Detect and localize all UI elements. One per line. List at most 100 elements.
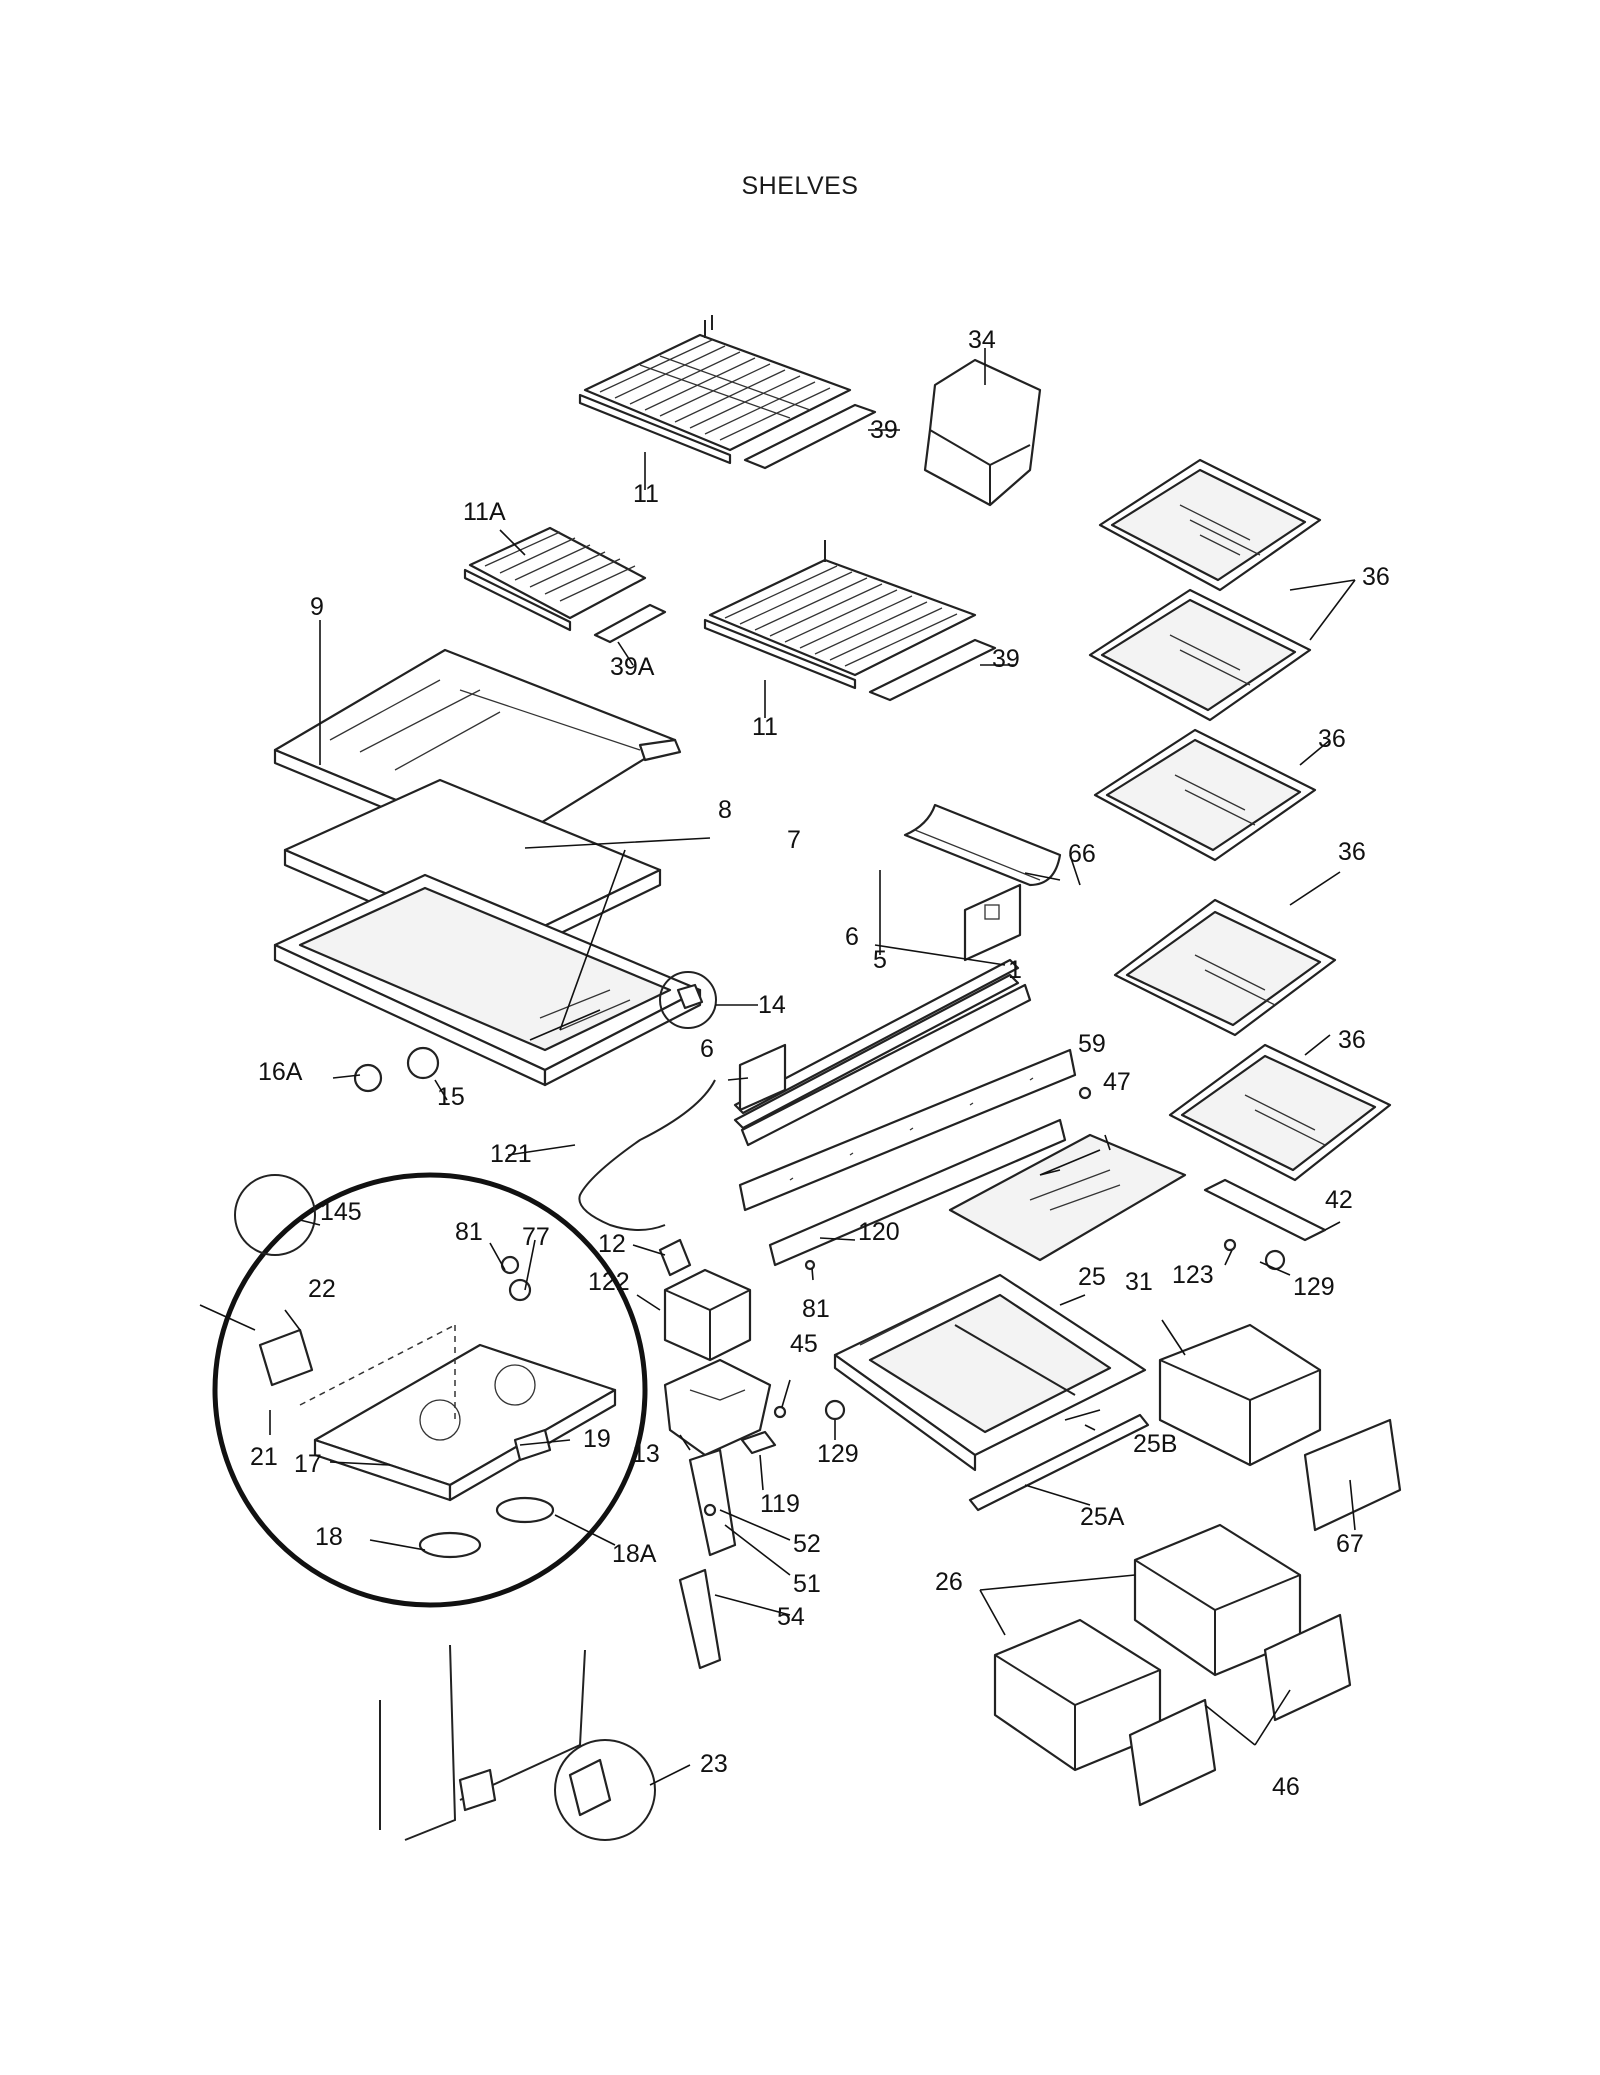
- part-label: 11A: [463, 498, 506, 526]
- part-label: 121: [490, 1140, 532, 1168]
- cabinet-corner: [379, 1644, 656, 1841]
- assembly-guide-lines: [299, 1324, 456, 1420]
- wire-shelf-top: [578, 315, 852, 465]
- part-label: 36: [1362, 563, 1390, 591]
- part-label: 123: [1172, 1261, 1214, 1289]
- part-label: 122: [588, 1268, 630, 1296]
- part-label: 46: [1272, 1773, 1300, 1801]
- part-label: 13: [632, 1440, 660, 1468]
- roller-129-b: [824, 1399, 846, 1421]
- part-label: 120: [858, 1218, 900, 1246]
- part-label: 39: [992, 645, 1020, 673]
- bracket-6-top: [963, 883, 1022, 962]
- part-label: 25B: [1133, 1430, 1177, 1458]
- part-label: 39A: [610, 653, 655, 681]
- part-label: 34: [968, 326, 996, 354]
- control-housing-17: [313, 1343, 617, 1502]
- part-label: 77: [522, 1223, 550, 1251]
- switch-19: [513, 1428, 552, 1462]
- part-label: 39: [870, 416, 898, 444]
- rail-long: [738, 1048, 1077, 1212]
- part-label: 18A: [612, 1540, 657, 1568]
- part-label: 18: [315, 1523, 343, 1551]
- trim-25a: [968, 1413, 1150, 1512]
- wire-shelf-middle: [703, 540, 977, 690]
- part-label: 6: [845, 923, 859, 951]
- socket-16a: [353, 1063, 383, 1093]
- part-label: 145: [320, 1198, 362, 1226]
- screw-81: [500, 1255, 520, 1275]
- shelf-trim-39-top: [743, 403, 877, 470]
- part-label: 42: [1325, 1186, 1353, 1214]
- glass-shelf-36-e: [1168, 1043, 1392, 1182]
- part-label: 11: [752, 713, 778, 741]
- rail-1: [740, 983, 1032, 1147]
- drawer-front-67: [1303, 1418, 1402, 1532]
- part-label: 16A: [258, 1058, 303, 1086]
- part-label: 129: [1293, 1273, 1335, 1301]
- knob-18a: [495, 1496, 555, 1524]
- part-label: 14: [758, 991, 786, 1019]
- glass-shelf-36-d: [1113, 898, 1337, 1037]
- part-label: 36: [1338, 838, 1366, 866]
- screw-59: [1078, 1086, 1092, 1100]
- part-label: 1: [1008, 956, 1022, 984]
- drawer-front-46-a: [1263, 1613, 1352, 1722]
- bracket-6-slot: [984, 904, 1000, 920]
- part-label: 54: [777, 1603, 805, 1631]
- part-label: 22: [308, 1275, 336, 1303]
- part-label: 129: [817, 1440, 859, 1468]
- bulb-15: [406, 1046, 440, 1080]
- shelf-trim-39-middle: [868, 638, 997, 702]
- duct-54: [678, 1568, 722, 1670]
- part-label: 36: [1318, 725, 1346, 753]
- rail-5: [733, 958, 1020, 1130]
- part-label: 47: [1103, 1068, 1131, 1096]
- wire-harness-121: [578, 1079, 716, 1231]
- thermostat-21: [258, 1328, 314, 1387]
- part-label: 26: [935, 1568, 963, 1596]
- part-label: 17: [294, 1450, 322, 1478]
- housing-13: [663, 1358, 772, 1457]
- wire-shelf-11a: [463, 526, 647, 632]
- bracket-6-lower: [738, 1043, 787, 1112]
- part-label: 51: [793, 1570, 821, 1598]
- glass-cover-47: [948, 1133, 1187, 1262]
- capillary-tube: [199, 1304, 256, 1331]
- part-label: 12: [598, 1230, 626, 1258]
- part-label: 25: [1078, 1263, 1106, 1291]
- washer-77: [508, 1278, 532, 1302]
- part-label: 119: [760, 1490, 800, 1518]
- screw-45: [773, 1405, 787, 1419]
- part-label: 6: [700, 1035, 714, 1063]
- screw-123: [1223, 1238, 1237, 1252]
- sensor-12: [658, 1238, 692, 1277]
- part-label: 7: [787, 826, 801, 854]
- screw-81-b: [804, 1259, 816, 1271]
- part-label: 19: [583, 1425, 611, 1453]
- glass-shelf-36-a: [1098, 458, 1322, 592]
- part-label: 36: [1338, 1026, 1366, 1054]
- cover-7: [273, 873, 702, 1087]
- shelf-trim-39a: [593, 603, 667, 644]
- part-label: 31: [1125, 1268, 1153, 1296]
- glass-shelf-36-b: [1088, 588, 1312, 722]
- crisper-frame-25: [833, 1273, 1147, 1472]
- switch-14: [676, 983, 704, 1010]
- knob-18: [418, 1531, 482, 1559]
- door-bin-34: [923, 358, 1042, 507]
- part-label: 81: [455, 1218, 483, 1246]
- part-label: 8: [718, 796, 732, 824]
- reservoir-122: [663, 1268, 752, 1362]
- leader-lines: [269, 348, 1356, 1786]
- part-label: 25A: [1080, 1503, 1125, 1531]
- detail-circle-145: [234, 1174, 316, 1256]
- glass-shelf-36-c: [1093, 728, 1317, 862]
- part-label: 52: [793, 1530, 821, 1558]
- part-label: 15: [437, 1083, 465, 1111]
- part-labels: 34 39 11 11A 36 9 39A 39 11 36 8 66 7 36…: [250, 326, 1390, 1801]
- part-label: 21: [250, 1443, 278, 1471]
- drawer-front-46-b: [1128, 1698, 1217, 1807]
